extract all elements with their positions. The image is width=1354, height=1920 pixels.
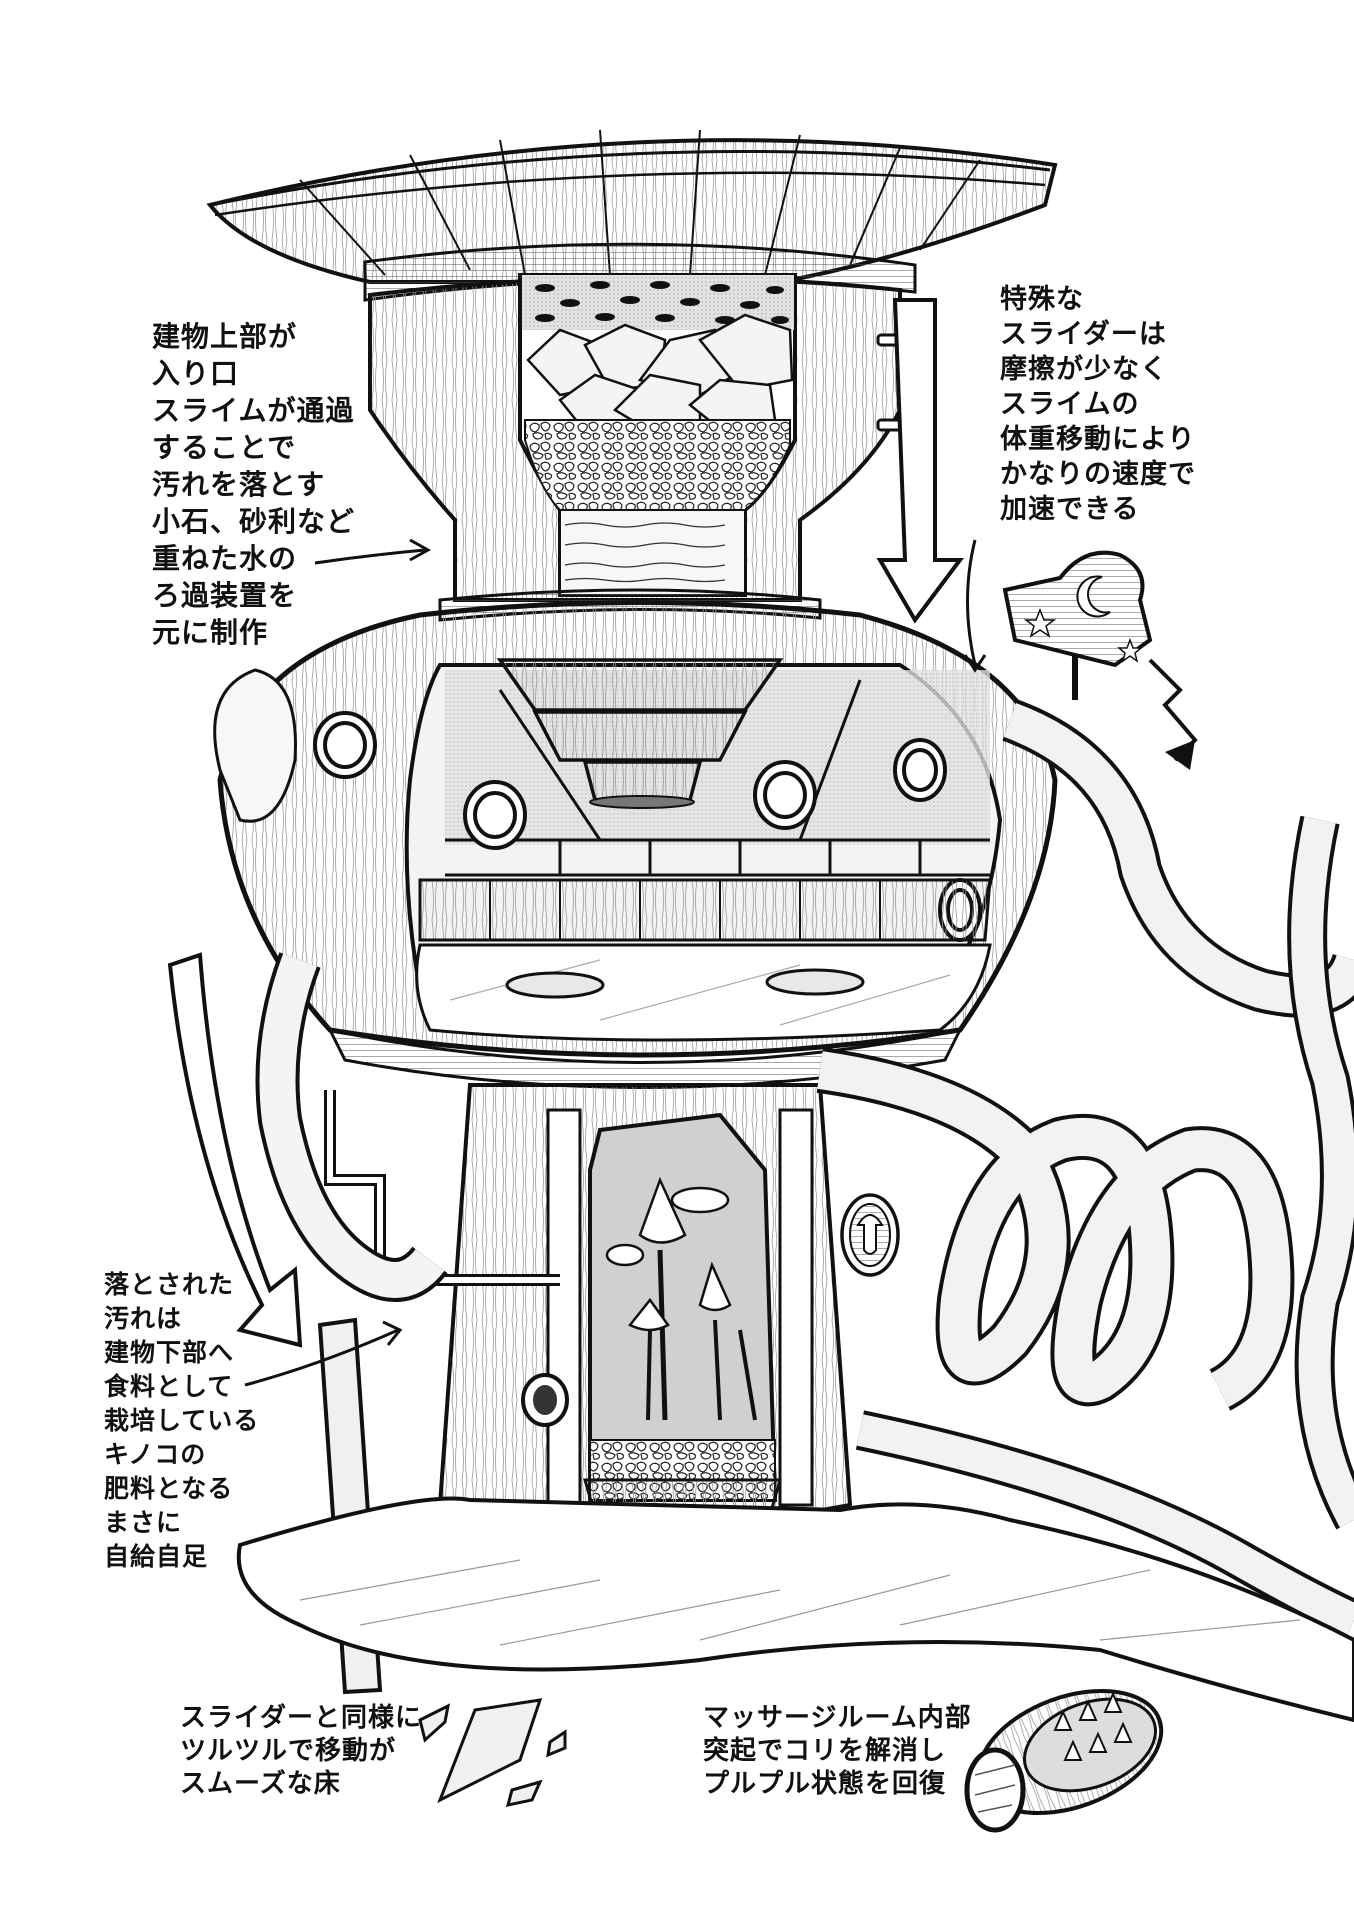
annotation-line: 汚れを落とす — [152, 468, 326, 501]
sign-moon-stars — [1002, 550, 1198, 770]
annotation-line: 体重移動により — [1000, 424, 1196, 455]
annotation-line: スライダーと同様に — [180, 1703, 422, 1733]
annotation-line: マッサージルーム内部 — [703, 1703, 972, 1733]
funnel — [496, 658, 784, 809]
annotation-line: かなりの速度で — [1000, 459, 1196, 490]
annotation-line: スライダーは — [1000, 319, 1167, 350]
slider-tubes — [255, 699, 1354, 1639]
annotation-line: 入り口 — [152, 357, 240, 390]
annotation-line: 元に制作 — [152, 616, 269, 649]
annotation-line: キノコの — [104, 1440, 207, 1469]
annotation-line: 落とされた — [104, 1270, 235, 1299]
annotation-line: することで — [152, 431, 297, 464]
down-arrow-icon — [876, 298, 964, 624]
annotation-line: プルプル状態を回復 — [703, 1769, 947, 1799]
curved-down-arrow-icon — [167, 952, 303, 1348]
annotation-line: スムーズな床 — [180, 1769, 341, 1799]
main-dome-room — [213, 600, 1058, 1089]
annotation-line: ろ過装置を — [152, 579, 298, 612]
wooden-roof-disc — [206, 129, 1058, 302]
annotation-line: 加速できる — [1000, 494, 1140, 525]
pointer-lines — [244, 538, 987, 1387]
annotation-line: スライムが通過 — [152, 394, 355, 427]
annotation-line: 肥料となる — [104, 1474, 234, 1503]
filter-chamber — [368, 273, 910, 622]
lower-tower — [324, 1083, 853, 1527]
annotation-line: 自給自足 — [104, 1542, 209, 1571]
rocks — [526, 313, 794, 427]
annotation-line: 摩擦が少なく — [1000, 354, 1168, 385]
annotation-line: 栽培している — [104, 1406, 260, 1435]
annotation-line: まさに — [104, 1508, 183, 1537]
annotation-line: スライムの — [1000, 389, 1140, 420]
annotation-line: 小石、砂利など — [152, 505, 356, 538]
annotation-line: 建物上部が — [152, 320, 298, 353]
mushroom-emblem — [840, 1193, 900, 1277]
massage-capsule — [964, 1688, 1164, 1833]
floor-platform — [236, 1496, 1354, 1723]
annotation-slider: 特殊な スライダーは 摩擦が少なく スライムの 体重移動により かなりの速度で … — [1000, 282, 1196, 527]
annotation-slippery-floor: スライダーと同様に ツルツルで移動が スムーズな床 — [180, 1702, 422, 1801]
annotation-line: 汚れは — [104, 1304, 183, 1333]
annotation-line: ツルツルで移動が — [180, 1736, 397, 1766]
floor-shards — [418, 1698, 567, 1807]
annotation-line: 食料として — [104, 1372, 234, 1401]
annotation-line: 突起でコリを解消し — [703, 1736, 947, 1766]
mushrooms — [605, 1176, 757, 1421]
annotation-massage-room: マッサージルーム内部 突起でコリを解消し プルプル状態を回復 — [703, 1702, 972, 1801]
annotation-line: 特殊な — [1000, 284, 1084, 315]
annotation-line: 重ねた水の — [152, 542, 298, 575]
annotation-mushroom-fertilizer: 落とされた 汚れは 建物下部へ 食料として 栽培している キノコの 肥料となる … — [104, 1268, 259, 1574]
annotation-line: 建物下部へ — [104, 1338, 235, 1367]
annotation-filter-entrance: 建物上部が 入り口 スライムが通過 することで 汚れを落とす 小石、砂利など 重… — [152, 318, 355, 651]
